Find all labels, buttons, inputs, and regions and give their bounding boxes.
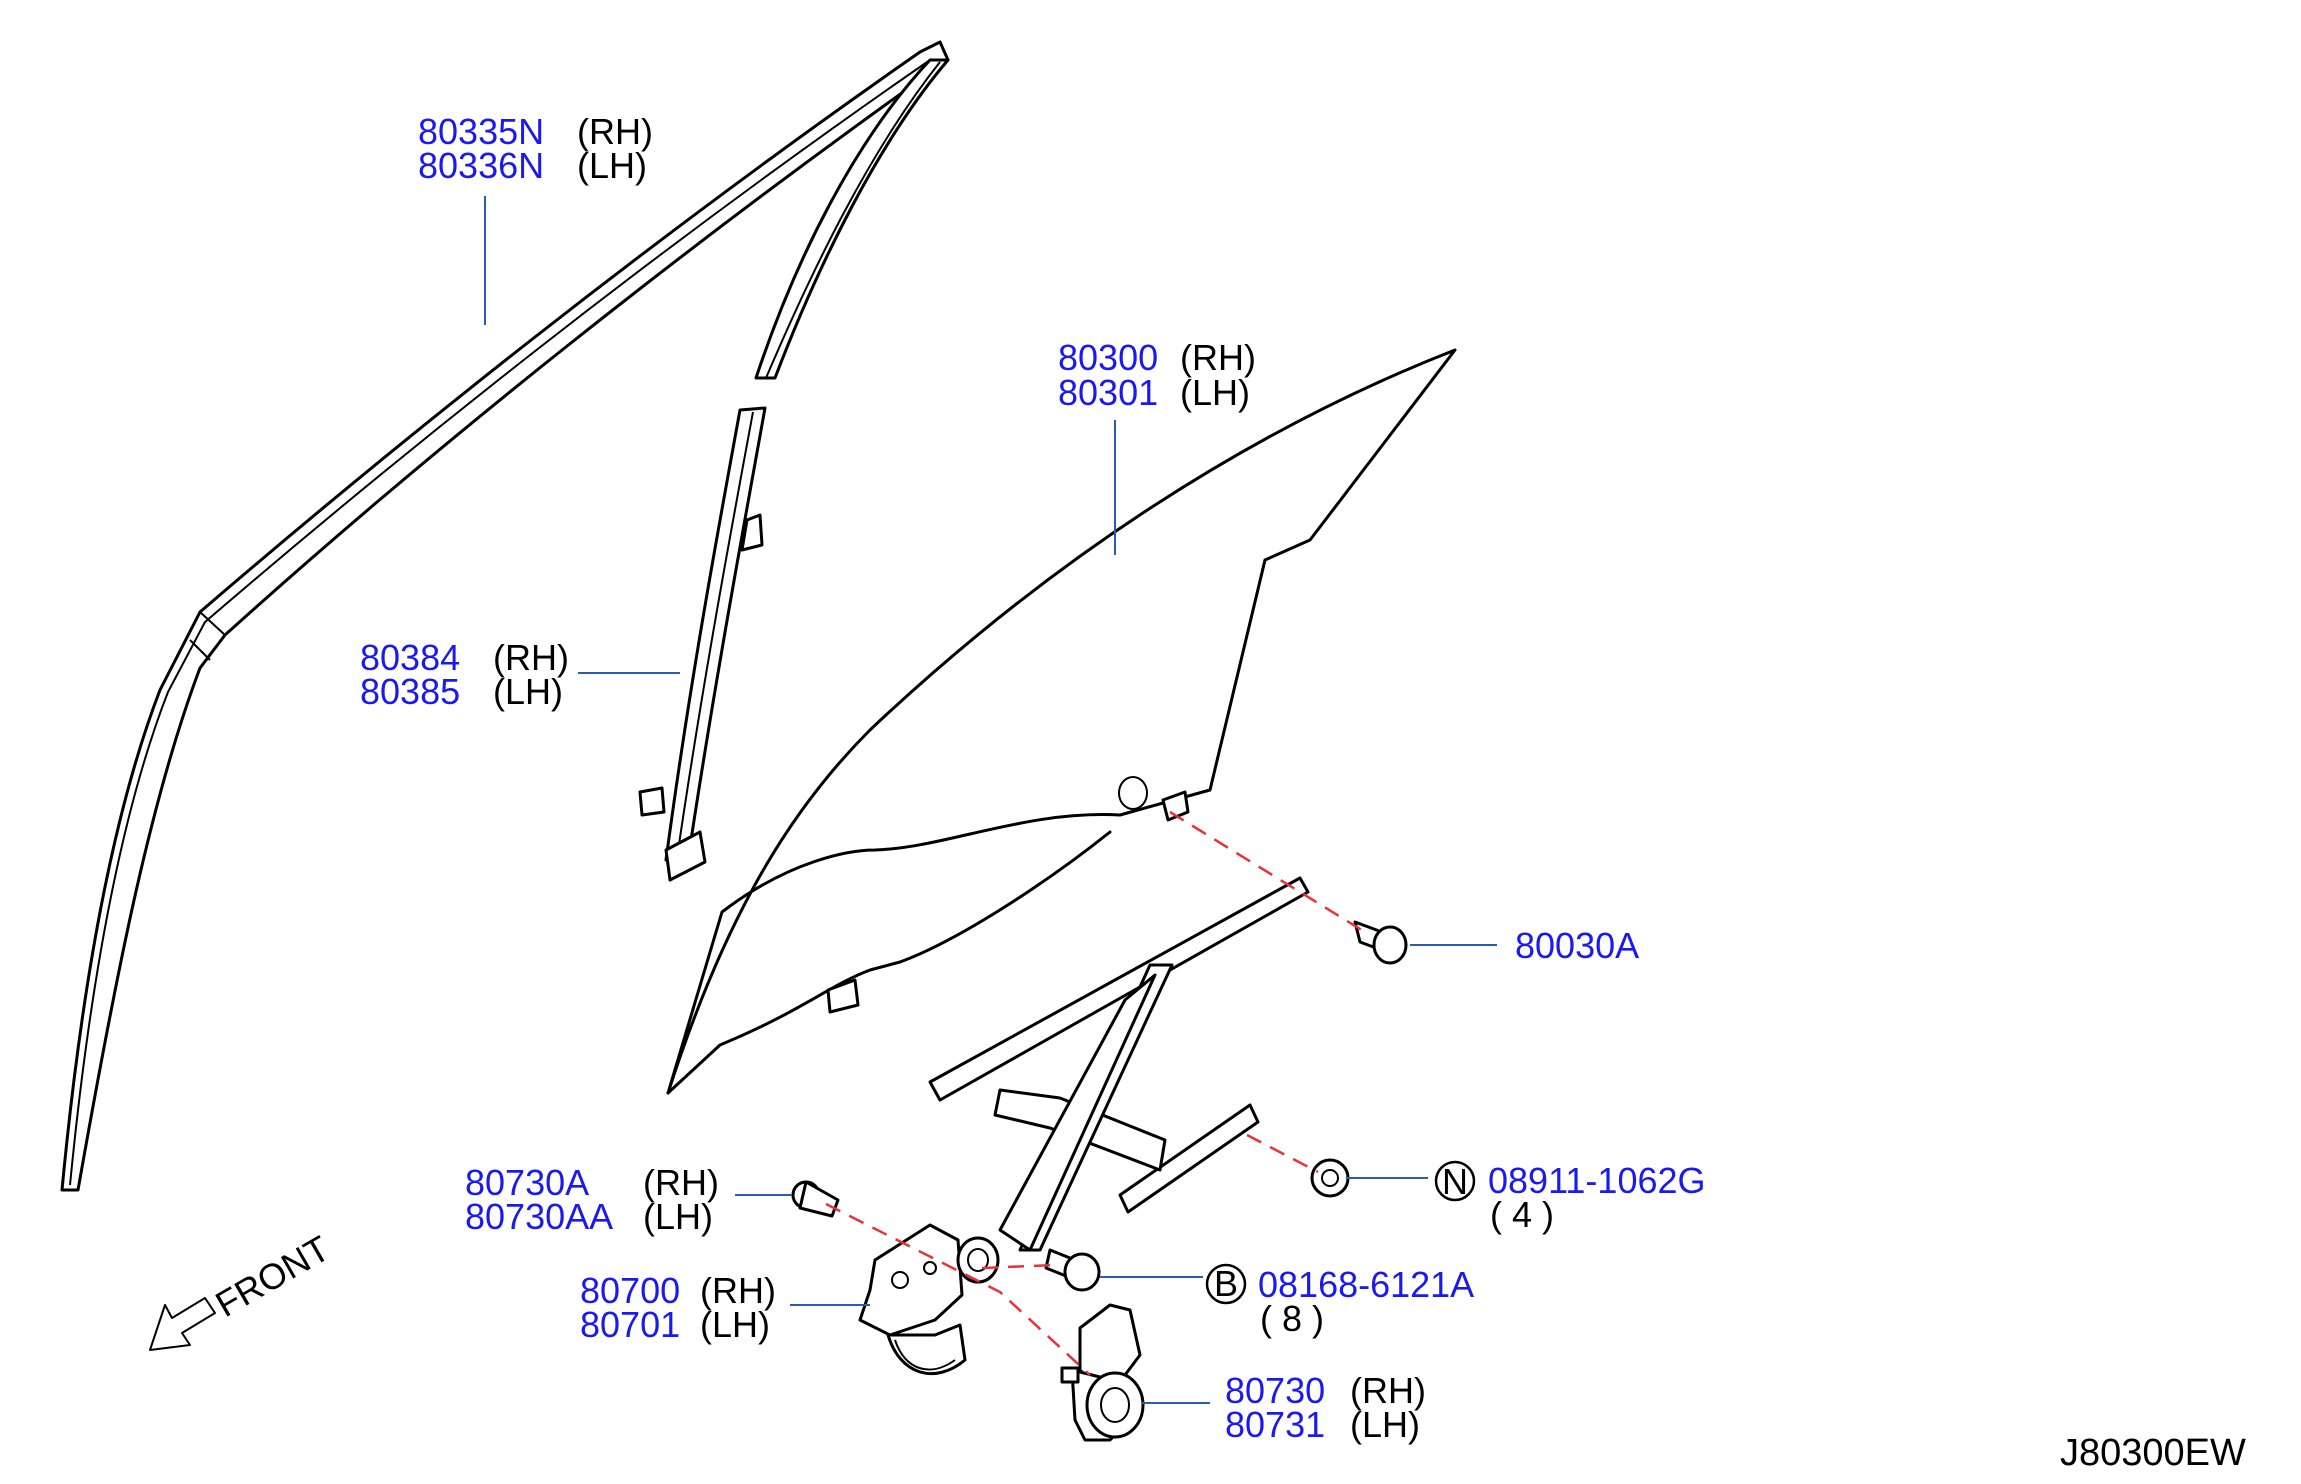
side-lh: (LH) (577, 145, 647, 186)
side-rh: (RH) (643, 1162, 719, 1203)
side-rh: (RH) (1180, 337, 1256, 378)
label-bolt: B 08168-6121A ( 8 ) (1205, 1263, 1474, 1339)
part-number-lh: 80336N (418, 145, 544, 186)
label-nut: N 08911-1062G ( 4 ) (1434, 1160, 1706, 1235)
part-number-rh: 80730A (465, 1162, 589, 1203)
part-number-lh: 80701 (580, 1304, 680, 1345)
front-indicator: FRONT (149, 1227, 337, 1351)
nut-symbol: N (1442, 1161, 1468, 1202)
glass-bolt-80030A (1353, 920, 1408, 965)
side-rh: (RH) (1350, 1370, 1426, 1411)
nut-part (1310, 1158, 1350, 1198)
bolt-part (1044, 1248, 1101, 1292)
side-lh: (LH) (493, 671, 563, 712)
label-regulator-bolt: 80730A (RH) 80730AA (LH) (465, 1162, 719, 1237)
bolt-symbol: B (1214, 1263, 1238, 1304)
side-lh: (LH) (700, 1304, 770, 1345)
label-sash-molding: 80335N (RH) 80336N (LH) (418, 111, 653, 186)
part-number-rh: 80335N (418, 111, 544, 152)
part-number-lh: 80301 (1058, 372, 1158, 413)
part-number-lh: 80730AA (465, 1196, 613, 1237)
part-number-rh: 80700 (580, 1270, 680, 1311)
label-glass-bolt: 80030A (1515, 925, 1639, 966)
label-regulator: 80700 (RH) 80701 (LH) (580, 1270, 776, 1345)
front-label: FRONT (209, 1227, 337, 1325)
sash-molding (60, 40, 950, 1192)
side-lh: (LH) (1180, 372, 1250, 413)
side-rh: (RH) (577, 111, 653, 152)
regulator-bolt-part (791, 1180, 840, 1218)
part-number: 08168-6121A (1258, 1264, 1474, 1305)
part-number-lh: 80731 (1225, 1404, 1325, 1445)
part-number-rh: 80730 (1225, 1370, 1325, 1411)
side-lh: (LH) (643, 1196, 713, 1237)
quantity: ( 4 ) (1490, 1194, 1554, 1235)
run-channel (638, 406, 767, 882)
label-motor: 80730 (RH) 80731 (LH) (1225, 1370, 1426, 1445)
side-rh: (RH) (493, 637, 569, 678)
side-lh: (LH) (1350, 1404, 1420, 1445)
side-rh: (RH) (700, 1270, 776, 1311)
front-arrow-icon (149, 1297, 216, 1351)
diagram-code: J80300EW (2060, 1432, 2246, 1474)
window-regulator (858, 876, 1310, 1376)
door-glass (666, 348, 1457, 1095)
regulator-motor (1060, 1303, 1145, 1442)
quantity: ( 8 ) (1260, 1298, 1324, 1339)
label-glass: 80300 (RH) 80301 (LH) (1058, 337, 1256, 413)
label-run-channel: 80384 (RH) 80385 (LH) (360, 637, 569, 712)
part-number: 08911-1062G (1488, 1160, 1706, 1201)
part-number: 80030A (1515, 925, 1639, 966)
part-number-lh: 80385 (360, 671, 460, 712)
part-number-rh: 80300 (1058, 337, 1158, 378)
part-number-rh: 80384 (360, 637, 460, 678)
